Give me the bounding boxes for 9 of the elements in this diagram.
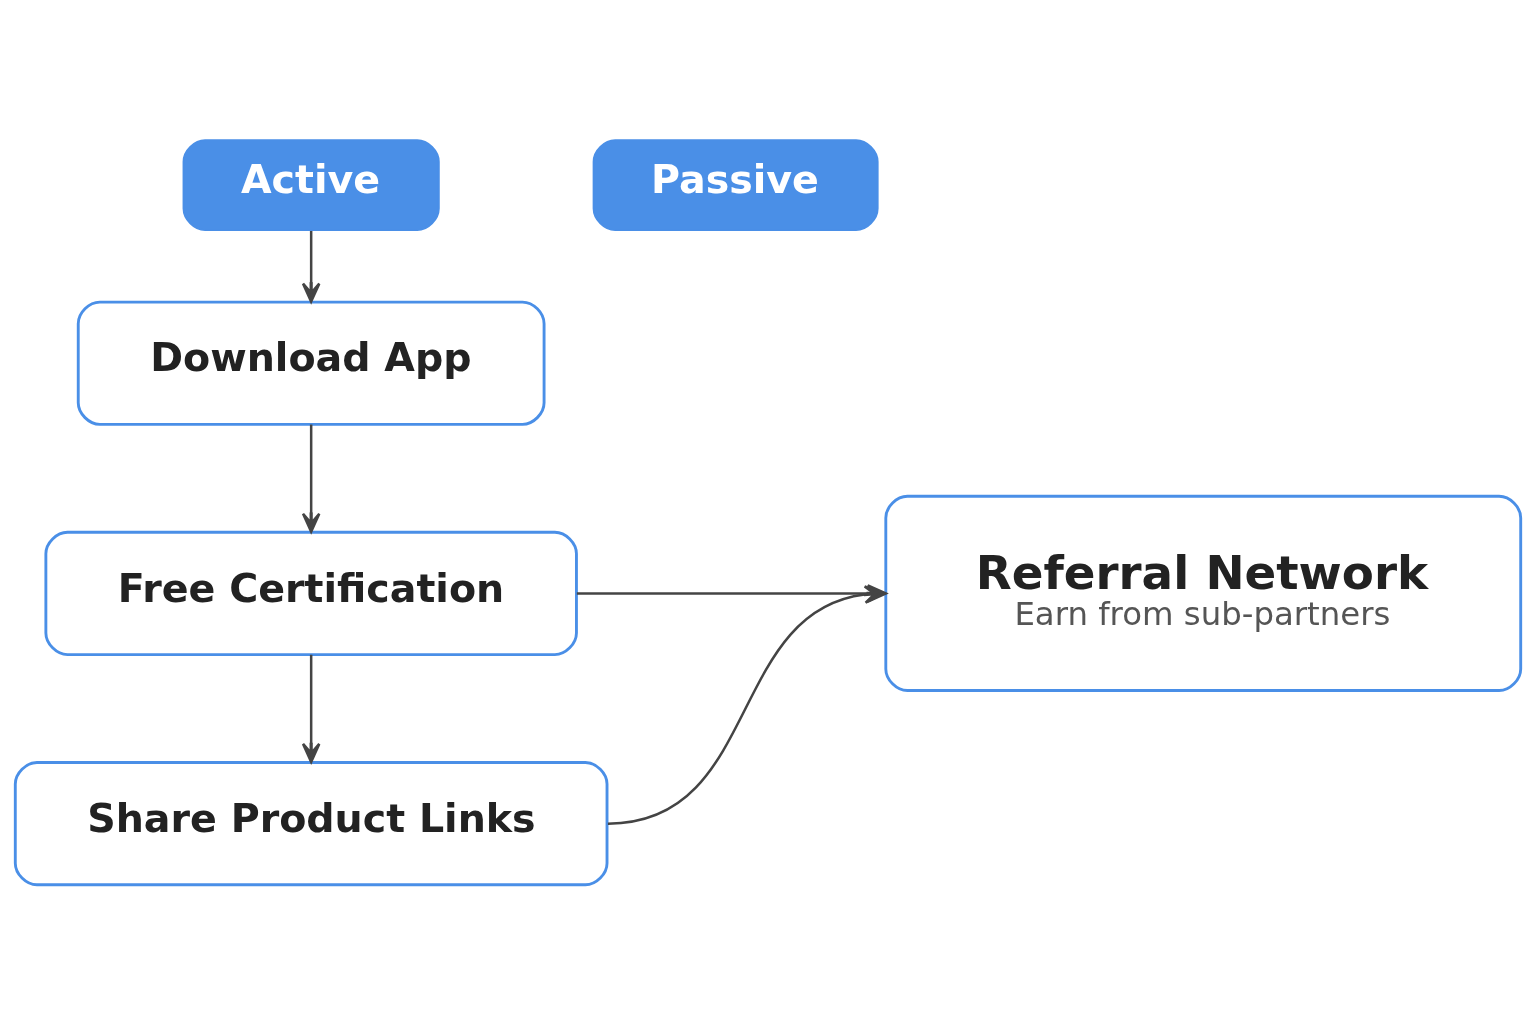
arrow: [301, 654, 321, 763]
node-box: Referral Network Earn from sub-partners: [884, 494, 1523, 692]
node-box: Download App: [76, 300, 546, 426]
node-box: Free Certification: [44, 530, 578, 656]
node-box: Active: [182, 138, 440, 231]
node-box: Passive: [592, 138, 879, 231]
arrow: [301, 424, 321, 533]
node-box: Share Product Links: [13, 760, 609, 886]
arrow: [301, 230, 321, 303]
